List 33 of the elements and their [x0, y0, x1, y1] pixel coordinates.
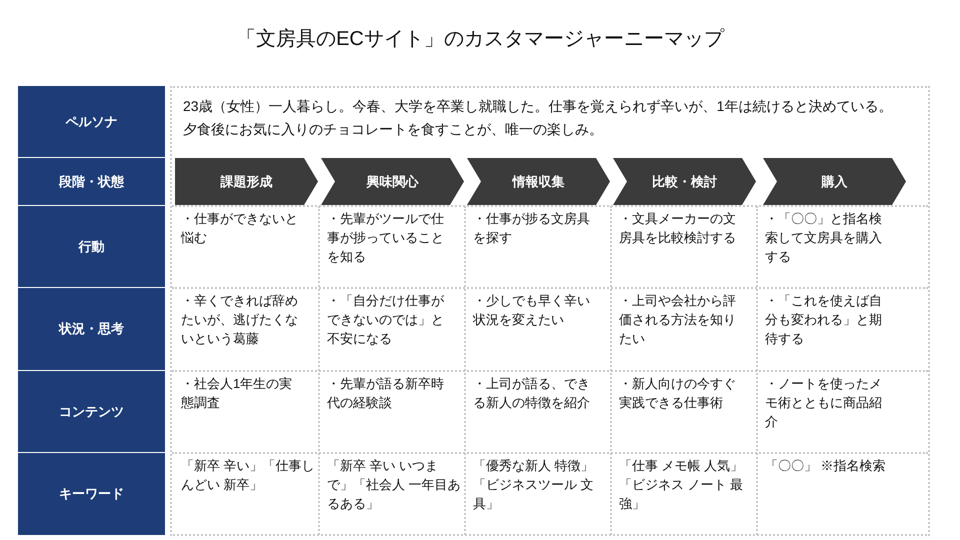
cell-text: ・「これを使えば自分も変われる」と期待する — [765, 292, 883, 348]
cell-text: ・新人向けの今すぐ実践できる仕事術 — [619, 375, 737, 412]
cell-text: ・上司や会社から評価される方法を知りたい — [619, 292, 737, 348]
stage-step: 比較・検討 — [613, 158, 756, 205]
row-header: 行動 — [18, 206, 165, 287]
cell-text: 「優秀な新人 特徴」「ビジネスツール 文具」 — [473, 457, 595, 513]
row-header: ペルソナ — [18, 86, 165, 157]
persona-text: 23歳（女性）一人暮らし。今春、大学を卒業し就職した。仕事を覚えられず辛いが、1年は続けると決めている。夕食後にお気に入りのチョコレートを食すことが、唯一の楽しみ。 — [183, 97, 894, 139]
cell-text: ・「〇〇」と指名検索して文房具を購入する — [765, 210, 883, 266]
stage-step: 購入 — [763, 158, 906, 205]
cell-text: ・先輩が語る新卒時代の経験談 — [327, 375, 445, 412]
cell-text: 「〇〇」 ※指名検索 — [765, 457, 887, 475]
cell-text: 「仕事 メモ帳 人気」「ビジネス ノート 最強」 — [619, 457, 744, 513]
stage-step: 興味関心 — [321, 158, 464, 205]
cell-text: ・少しでも早く辛い状況を変えたい — [473, 292, 591, 329]
stage-step: 情報収集 — [467, 158, 610, 205]
row-header: コンテンツ — [18, 371, 165, 452]
cell-text: 「新卒 辛い」「仕事しんどい 新卒」 — [181, 457, 316, 494]
cell-text: ・ノートを使ったメモ術とともに商品紹介 — [765, 375, 883, 431]
cell-text: ・上司が語る、できる新人の特徴を紹介 — [473, 375, 591, 412]
cell-text: ・仕事が捗る文房具を探す — [473, 210, 591, 247]
cell-text: ・「自分だけ仕事ができないのでは」と不安になる — [327, 292, 445, 348]
cell-text: ・先輩がツールで仕事が捗っていることを知る — [327, 210, 445, 266]
row-header: 段階・状態 — [18, 158, 165, 205]
cell-text: 「新卒 辛い いつまで」「社会人 一年目あるある」 — [327, 457, 462, 513]
row-header: キーワード — [18, 453, 165, 535]
cell-text: ・仕事ができないと悩む — [181, 210, 299, 247]
title: 「文房具のECサイト」のカスタマージャーニーマップ — [235, 27, 726, 52]
stage-step: 課題形成 — [175, 158, 318, 205]
cell-text: ・文具メーカーの文房具を比較検討する — [619, 210, 737, 247]
cell-text: ・社会人1年生の実態調査 — [181, 375, 294, 412]
row-header: 状況・思考 — [18, 288, 165, 370]
cell-text: ・辛くできれば辞めたいが、逃げたくないという葛藤 — [181, 292, 299, 348]
